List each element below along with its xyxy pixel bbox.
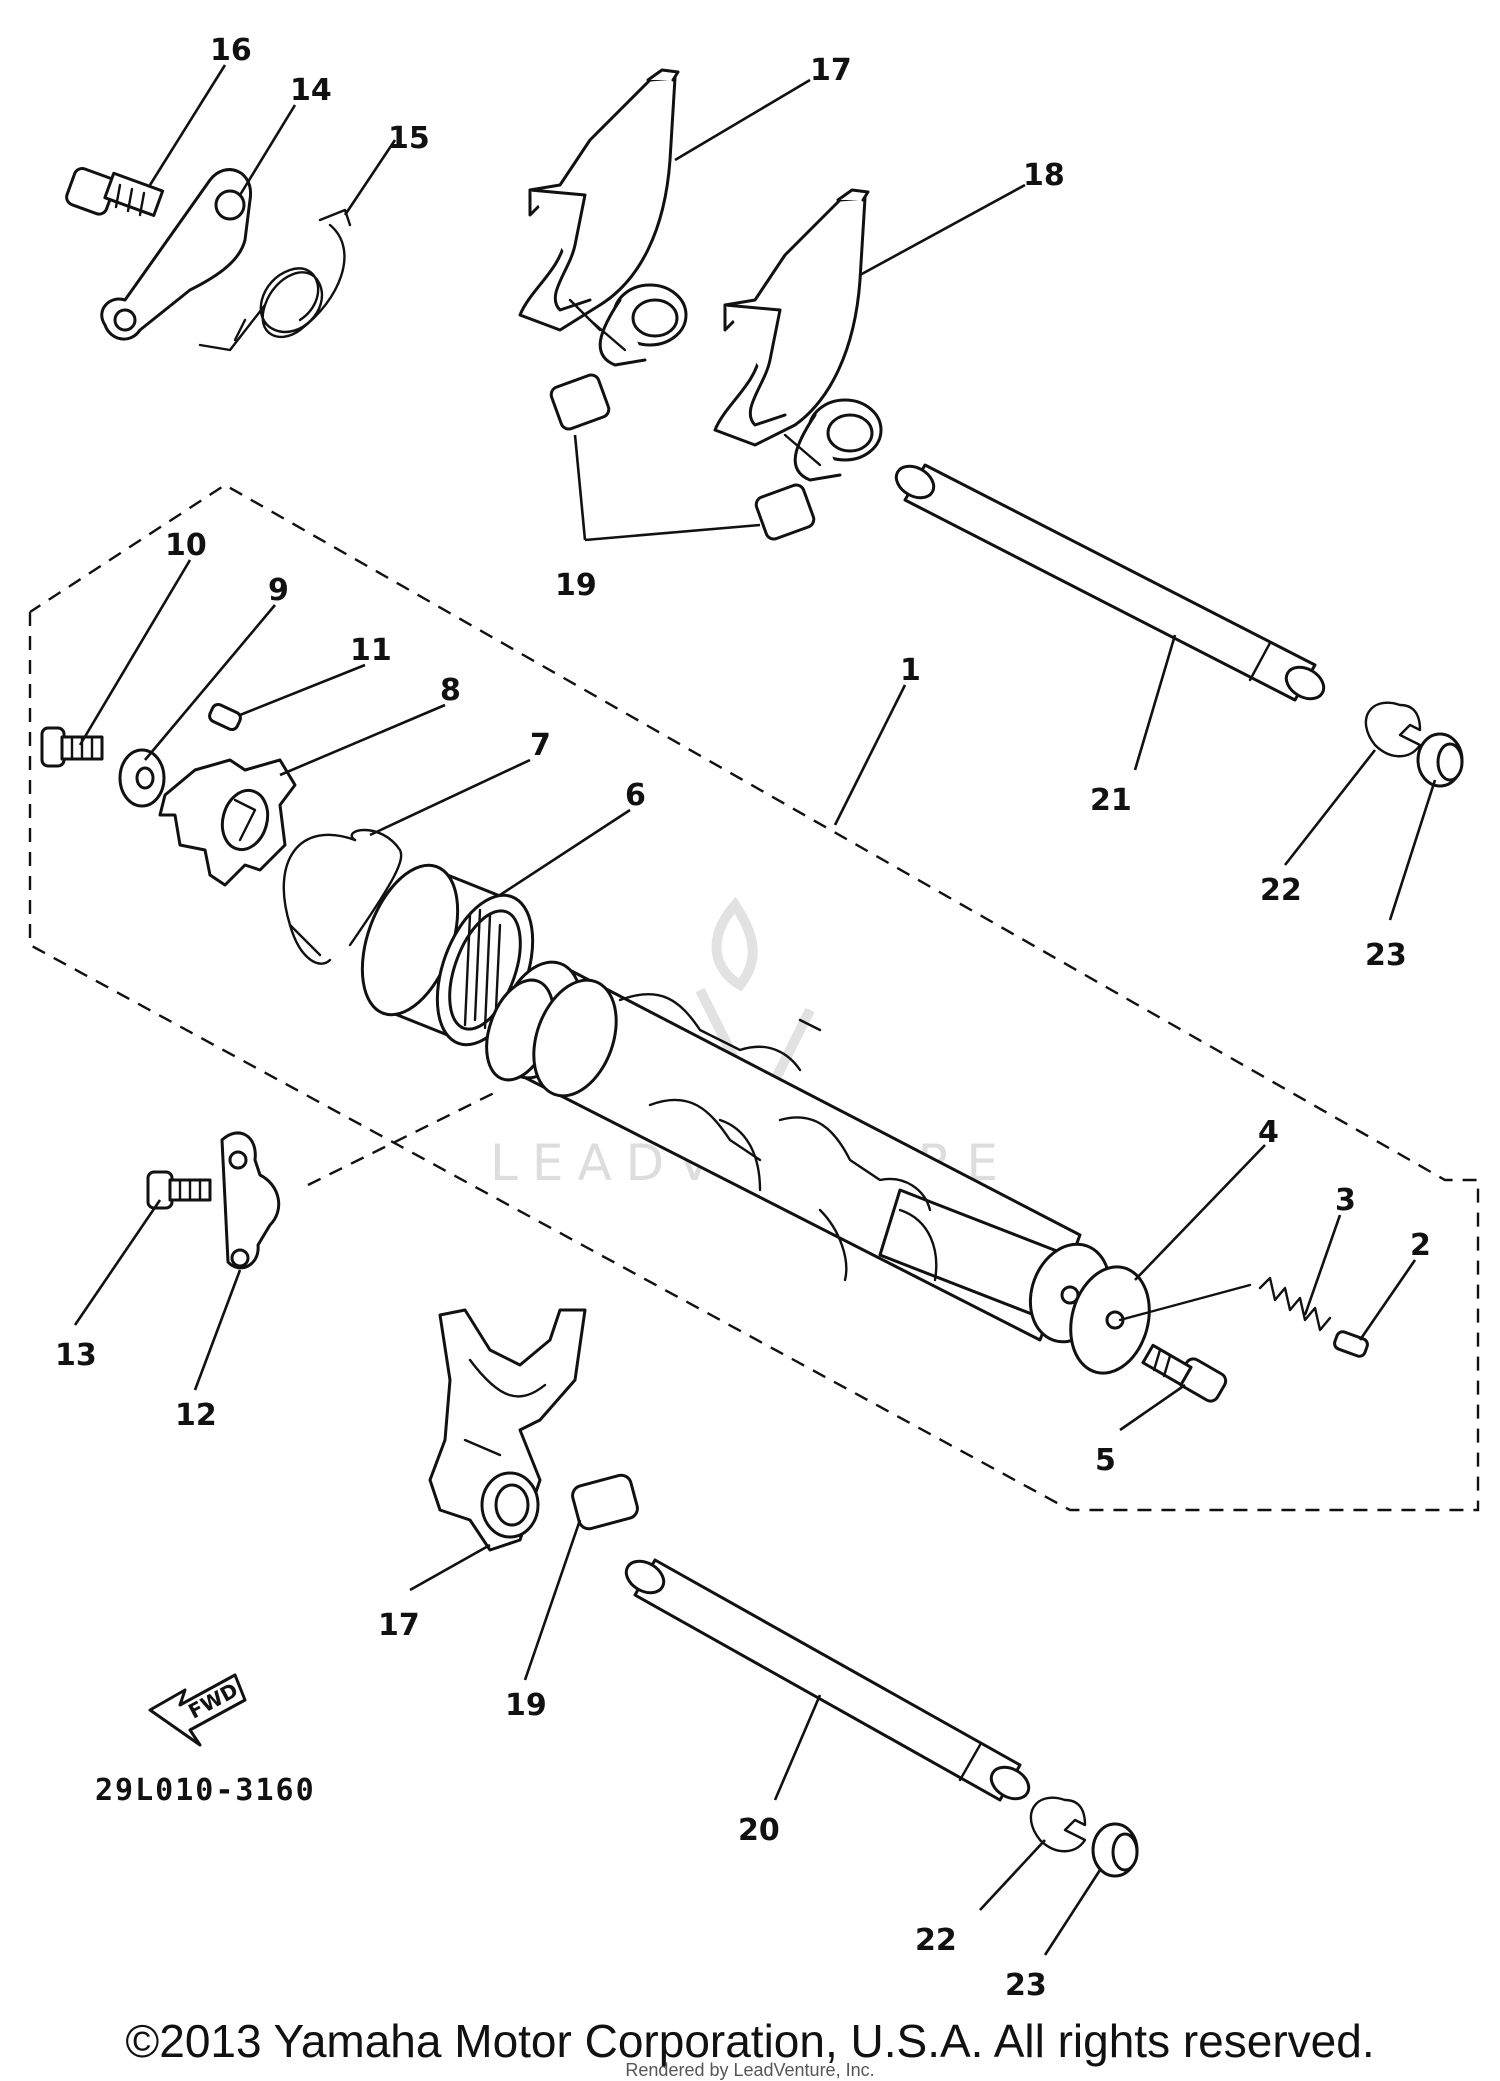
cap-part-23-lower [1091, 1822, 1139, 1878]
assembly-outline-inner [307, 1088, 501, 1187]
callout-22-upper: 22 [1260, 873, 1302, 908]
callout-22-lower: 22 [915, 1923, 957, 1958]
fwd-arrow-icon: FWD [148, 1673, 247, 1747]
callouts: 16 14 15 17 18 19 10 9 11 8 7 6 1 21 22 … [55, 33, 1431, 2003]
shift-fork-part-18 [713, 188, 883, 482]
spring-part-15 [198, 208, 352, 352]
washer-part-9 [118, 748, 166, 808]
callout-6: 6 [625, 778, 646, 813]
circlip-part-22-lower [1029, 1796, 1087, 1853]
callout-5: 5 [1095, 1443, 1116, 1478]
callout-10: 10 [165, 528, 207, 563]
leader-lines [73, 64, 1437, 1956]
callout-1: 1 [900, 653, 921, 688]
pin-part-2 [1333, 1330, 1369, 1358]
shaft-part-21 [894, 463, 1326, 702]
callout-19-upper: 19 [555, 568, 597, 603]
callout-3: 3 [1335, 1183, 1356, 1218]
screw-part-10 [40, 726, 104, 768]
assembly-outline [28, 483, 1480, 1512]
callout-16: 16 [210, 33, 252, 68]
callout-17-upper: 17 [810, 53, 852, 88]
callout-15: 15 [388, 121, 430, 156]
rendered-by-note: Rendered by LeadVenture, Inc. [625, 2060, 875, 2080]
callout-9: 9 [268, 573, 289, 608]
dowel-pin-part-19-upper [549, 373, 816, 541]
stopper-plate-part-12 [220, 1131, 281, 1270]
bolt-part-16 [65, 166, 165, 217]
shaft-part-20 [624, 1558, 1031, 1802]
callout-4: 4 [1258, 1115, 1279, 1150]
circlip-part-7 [282, 828, 403, 965]
callout-21: 21 [1090, 783, 1132, 818]
shift-fork-part-17-lower [428, 1308, 587, 1552]
callout-13: 13 [55, 1338, 97, 1373]
spring-part-3 [1258, 1276, 1332, 1332]
screw-part-5 [1141, 1343, 1228, 1403]
callout-8: 8 [440, 673, 461, 708]
plate-part-14 [100, 168, 252, 341]
callout-23-upper: 23 [1365, 938, 1407, 973]
dowel-pin-part-19-lower [571, 1473, 639, 1531]
callout-23-lower: 23 [1005, 1968, 1047, 2003]
segment-part-8 [158, 758, 297, 887]
callout-14: 14 [290, 73, 332, 108]
callout-19-lower: 19 [505, 1688, 547, 1723]
shift-fork-part-17-upper [518, 68, 688, 367]
copyright-notice: ©2013 Yamaha Motor Corporation, U.S.A. A… [125, 2015, 1375, 2067]
bearing-part-6 [360, 863, 535, 1047]
pin-part-11 [208, 702, 242, 732]
cap-part-23-upper [1416, 732, 1464, 788]
callout-7: 7 [530, 728, 551, 763]
callout-18: 18 [1023, 158, 1065, 193]
callout-11: 11 [350, 633, 392, 668]
part-code: 29L010-3160 [95, 1773, 316, 1808]
screw-part-13 [146, 1170, 212, 1210]
shift-drum [485, 960, 1112, 1344]
callout-17-lower: 17 [378, 1608, 420, 1643]
plate-part-4 [1069, 1265, 1252, 1375]
callout-12: 12 [175, 1398, 217, 1433]
circlip-part-22-upper [1364, 701, 1422, 758]
callout-2: 2 [1410, 1228, 1431, 1263]
callout-20: 20 [738, 1813, 780, 1848]
